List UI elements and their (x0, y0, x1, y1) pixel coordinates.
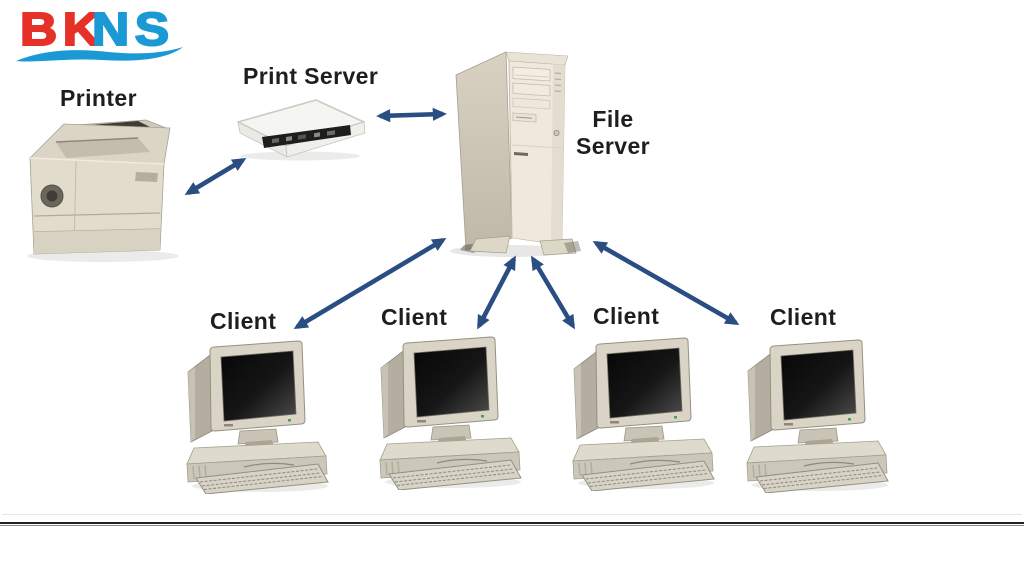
arrow-printer-printserver (184, 157, 247, 196)
file-server-illustration (450, 51, 581, 257)
bkns-logo: BKNS (19, 3, 171, 55)
logo-text-ns: NS (91, 3, 176, 55)
arrow-printserver-fileserver (376, 107, 447, 123)
client-2-label: Client (381, 304, 448, 330)
client-3-illustration (572, 337, 715, 491)
logo-text-bk: BK (19, 3, 106, 55)
client-3-label: Client (593, 303, 660, 329)
arrow-fileserver-client3 (530, 255, 576, 330)
print-server-label: Print Server (243, 63, 379, 89)
print-server-illustration (237, 99, 366, 161)
logo-swoosh (16, 47, 183, 62)
file-server-label: File Server (575, 106, 651, 160)
client-4-label: Client (770, 304, 837, 330)
separator-faint-line (2, 514, 1022, 515)
client-1-label: Client (210, 308, 277, 334)
arrow-client2-fileserver (476, 255, 517, 330)
separator-dark-line (0, 522, 1024, 524)
client-4-illustration (746, 339, 889, 493)
separator-gray-line (0, 525, 1024, 526)
printer-illustration (27, 119, 179, 262)
printer-label: Printer (60, 85, 137, 111)
client-1-illustration (186, 340, 329, 494)
client-2-illustration (379, 336, 522, 490)
